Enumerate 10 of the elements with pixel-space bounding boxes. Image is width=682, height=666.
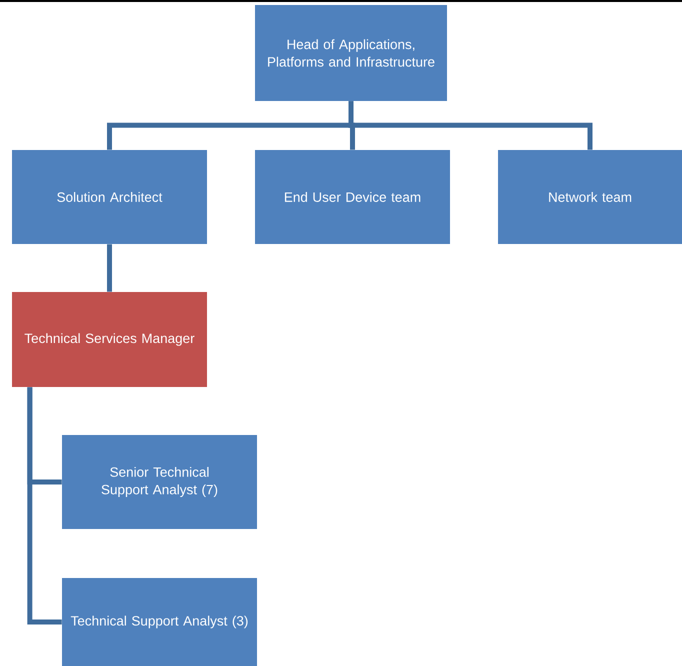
org-box: Head of Applications, Platforms and Infrastructure: [255, 5, 447, 101]
connector-line: [348, 101, 592, 150]
org-box: End User Device team: [255, 150, 450, 244]
org-box: Technical Support Analyst (3): [62, 578, 257, 666]
connector-line: [107, 244, 112, 292]
org-box: Technical Services Manager: [12, 292, 207, 387]
org-box: Solution Architect: [12, 150, 207, 244]
connector-line: [27, 387, 62, 624]
org-box: Network team: [498, 150, 682, 244]
org-box: Senior Technical Support Analyst (7): [62, 435, 257, 529]
